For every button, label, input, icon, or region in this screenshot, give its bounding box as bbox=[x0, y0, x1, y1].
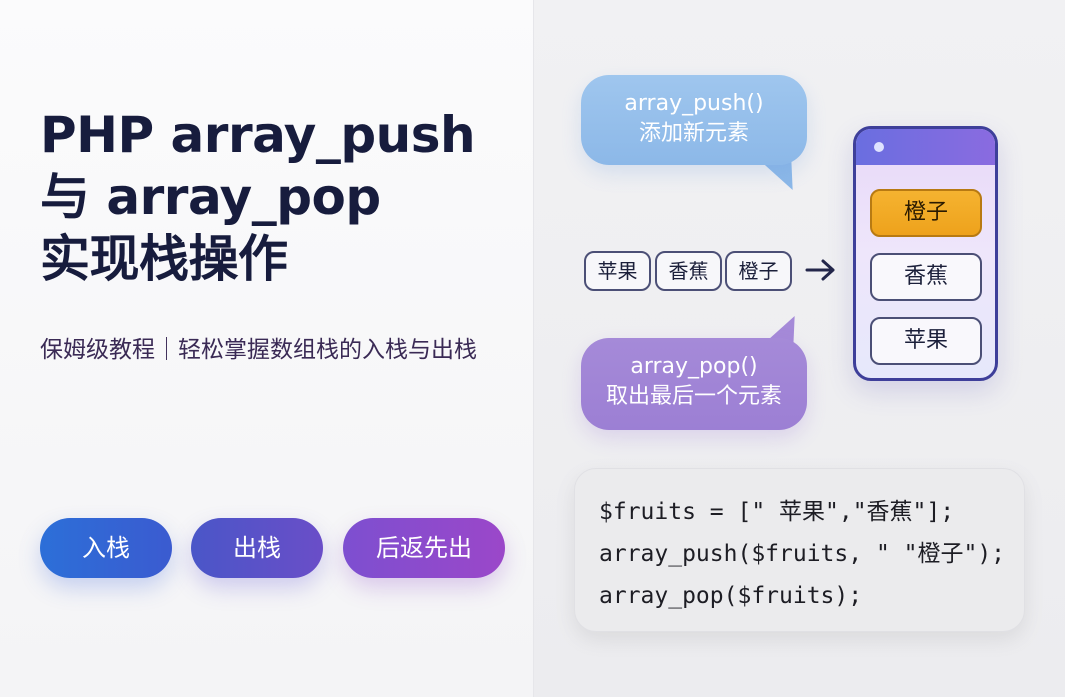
code-line-3: array_pop($fruits); bbox=[599, 583, 863, 609]
window-dot-icon bbox=[874, 142, 884, 152]
page-subtitle: 保姆级教程｜轻松掌握数组栈的入栈与出栈 bbox=[40, 337, 477, 363]
title-line-1: PHP array_push bbox=[40, 106, 476, 164]
page-title: PHP array_push 与 array_pop 实现栈操作 bbox=[40, 104, 476, 290]
code-line-2: array_push($fruits, " "橙子"); bbox=[599, 541, 1006, 567]
push-button[interactable]: 入栈 bbox=[40, 518, 172, 578]
code-line-1: $fruits = [" 苹果","香蕉"]; bbox=[599, 499, 955, 525]
push-bubble-description: 添加新元素 bbox=[638, 121, 749, 146]
push-speech-bubble: array_push() 添加新元素 bbox=[581, 75, 807, 165]
pop-speech-bubble: array_pop() 取出最后一个元素 bbox=[581, 338, 807, 430]
panel-divider bbox=[533, 0, 534, 697]
title-line-3: 实现栈操作 bbox=[40, 230, 288, 288]
stack-header bbox=[856, 129, 995, 165]
lifo-button[interactable]: 后返先出 bbox=[343, 518, 505, 578]
code-block: $fruits = [" 苹果","香蕉"]; array_push($frui… bbox=[574, 468, 1025, 632]
arrow-right-icon bbox=[805, 259, 835, 281]
fruit-chip: 苹果 bbox=[584, 251, 651, 291]
stack-slot-top: 橙子 bbox=[870, 189, 982, 237]
pop-button[interactable]: 出栈 bbox=[191, 518, 323, 578]
fruit-chip: 橙子 bbox=[725, 251, 792, 291]
pop-bubble-description: 取出最后一个元素 bbox=[605, 384, 782, 409]
title-line-2: 与 array_pop bbox=[40, 168, 381, 226]
left-panel bbox=[0, 0, 533, 697]
stack-slot-bottom: 苹果 bbox=[870, 317, 982, 365]
stack-slot-middle: 香蕉 bbox=[870, 253, 982, 301]
stack-container: 橙子 香蕉 苹果 bbox=[853, 126, 998, 381]
pop-bubble-function: array_pop() bbox=[630, 354, 758, 379]
push-bubble-function: array_push() bbox=[624, 91, 764, 116]
fruit-chip: 香蕉 bbox=[655, 251, 722, 291]
